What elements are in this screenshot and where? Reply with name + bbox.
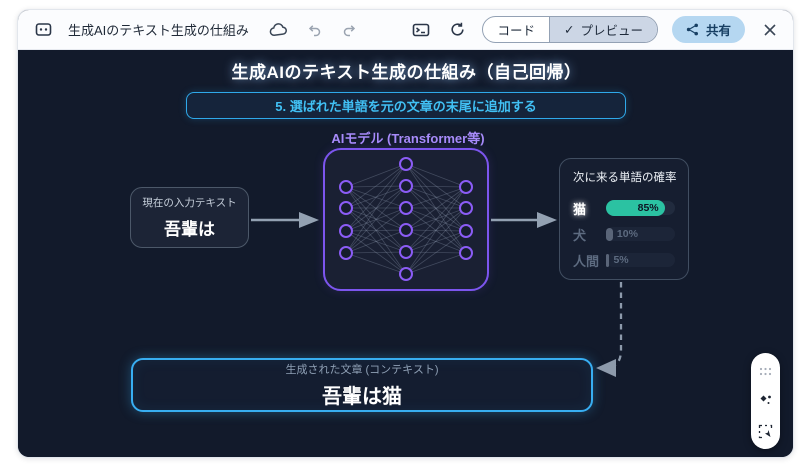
step-banner-label: 5. 選ばれた単語を元の文章の末尾に追加する (275, 99, 537, 114)
probability-bar: 10% (606, 226, 675, 242)
diagram-title: 生成AIのテキスト生成の仕組み（自己回帰） (231, 63, 582, 82)
output-box-label: 生成された文章 (コンテキスト) (285, 364, 439, 376)
drag-handle-icon[interactable] (757, 362, 775, 380)
tab-code[interactable]: コード (483, 17, 549, 42)
bar-fill (606, 227, 613, 241)
undo-icon[interactable] (303, 19, 325, 41)
output-box-value: 吾輩は猫 (322, 386, 402, 408)
toggle-divider (548, 17, 550, 42)
probability-bar: 5% (606, 252, 675, 268)
artifact-icon (32, 19, 54, 41)
share-icon (686, 23, 698, 36)
arrow-model-to-probabilities (491, 212, 557, 228)
preview-canvas: 生成AIのテキスト生成の仕組み（自己回帰） 5. 選ばれた単語を元の文章の末尾に… (18, 50, 793, 457)
refresh-icon[interactable] (446, 19, 468, 41)
probability-row-dog: 犬 10% (573, 221, 675, 247)
arrow-probabilities-to-output (596, 282, 623, 377)
probability-row-label: 人間 (573, 253, 600, 269)
tab-code-label: コード (497, 24, 535, 38)
check-icon: ✓ (563, 23, 575, 37)
probability-panel: 次に来る単語の確率 猫 85% 犬 10% 人間 (559, 158, 689, 280)
output-text-box: 生成された文章 (コンテキスト) 吾輩は猫 (131, 358, 593, 412)
floating-toolbar (751, 353, 780, 449)
tab-preview[interactable]: ✓ プレビュー (549, 17, 657, 42)
share-button-label: 共有 (705, 24, 731, 38)
redo-icon[interactable] (339, 19, 361, 41)
input-box-value: 吾輩は (164, 220, 215, 239)
console-icon[interactable] (410, 19, 432, 41)
probability-value: 5% (613, 254, 629, 266)
probability-row-human: 人間 5% (573, 247, 675, 273)
code-preview-toggle: コード ✓ プレビュー (482, 16, 658, 43)
neural-network-diagram (339, 157, 473, 281)
model-label: AIモデル (Transformer等) (331, 131, 485, 146)
bar-track (606, 253, 675, 267)
probability-row-label: 犬 (573, 227, 587, 243)
probability-bar: 85% (606, 200, 675, 216)
top-bar: 生成AIのテキスト生成の仕組み コード ✓ プレビュー (18, 10, 793, 50)
cloud-save-icon[interactable] (267, 19, 289, 41)
artifact-window: 生成AIのテキスト生成の仕組み コード ✓ プレビュー (17, 9, 794, 458)
bar-fill (606, 253, 610, 267)
probability-value: 10% (616, 228, 638, 240)
tab-preview-label: プレビュー (580, 24, 643, 38)
probability-row-cat: 猫 85% (573, 195, 675, 221)
input-box-label: 現在の入力テキスト (142, 197, 237, 209)
input-text-box: 現在の入力テキスト 吾輩は (130, 187, 249, 248)
probability-value: 85% (637, 202, 659, 214)
arrow-input-to-model (251, 212, 319, 228)
sparkle-icon[interactable] (757, 392, 775, 410)
close-icon[interactable] (759, 19, 781, 41)
select-area-icon[interactable] (757, 422, 775, 440)
document-title: 生成AIのテキスト生成の仕組み (68, 23, 249, 38)
share-button[interactable]: 共有 (671, 16, 745, 43)
bar-track (606, 227, 675, 241)
probability-panel-title: 次に来る単語の確率 (573, 172, 677, 184)
neural-network-box (323, 148, 489, 291)
bar-fill: 85% (606, 200, 665, 216)
probability-row-label: 猫 (573, 201, 587, 217)
step-banner: 5. 選ばれた単語を元の文章の末尾に追加する (186, 92, 626, 119)
